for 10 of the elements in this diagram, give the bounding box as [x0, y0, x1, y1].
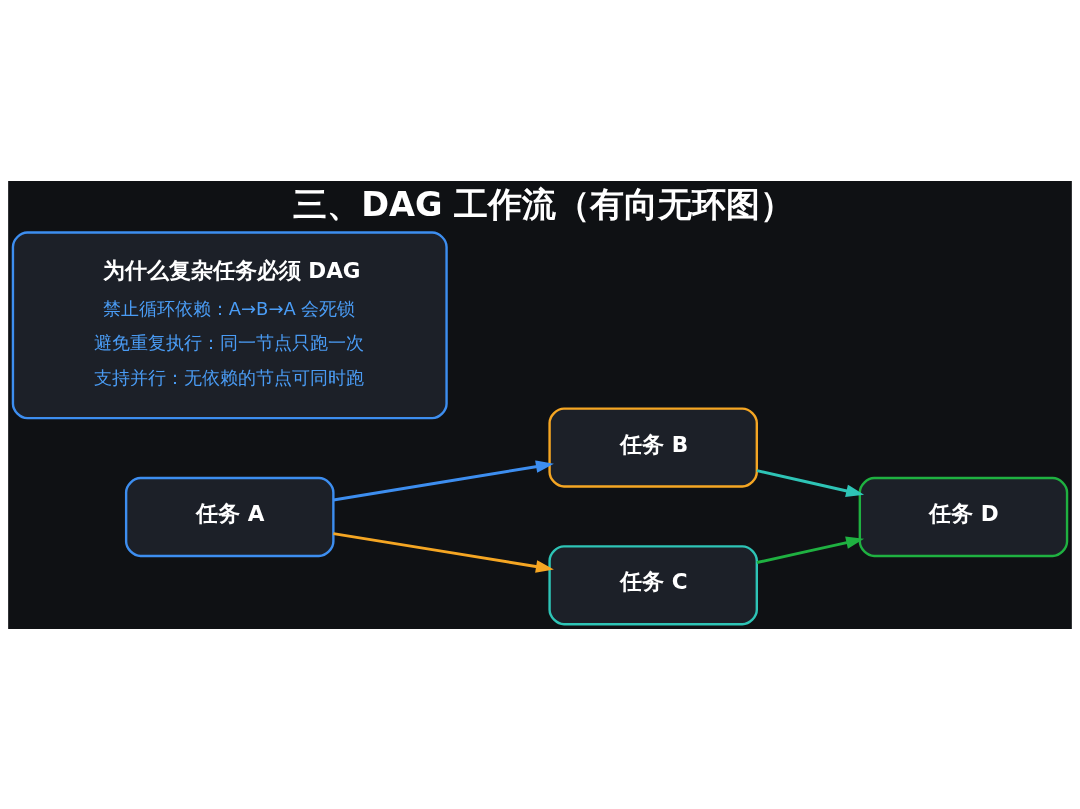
node-box: 任务 A	[124, 476, 335, 557]
node-box: 为什么复杂任务必须 DAG 禁止循环依赖：A→B→A 会死锁 避免重复执行：同一节点只跑一次 支持并行：无依赖的节点可同时跑	[11, 230, 448, 419]
diagram-title: 三、DAG 工作流（有向无环图）	[293, 184, 795, 224]
node-box: 任务 C	[548, 544, 758, 625]
node-box: 任务 B	[548, 406, 758, 488]
arrow	[756, 468, 865, 497]
arrow	[756, 536, 865, 564]
arrow	[333, 459, 554, 502]
arrow	[333, 531, 554, 573]
node-box: 任务 D	[858, 476, 1069, 557]
